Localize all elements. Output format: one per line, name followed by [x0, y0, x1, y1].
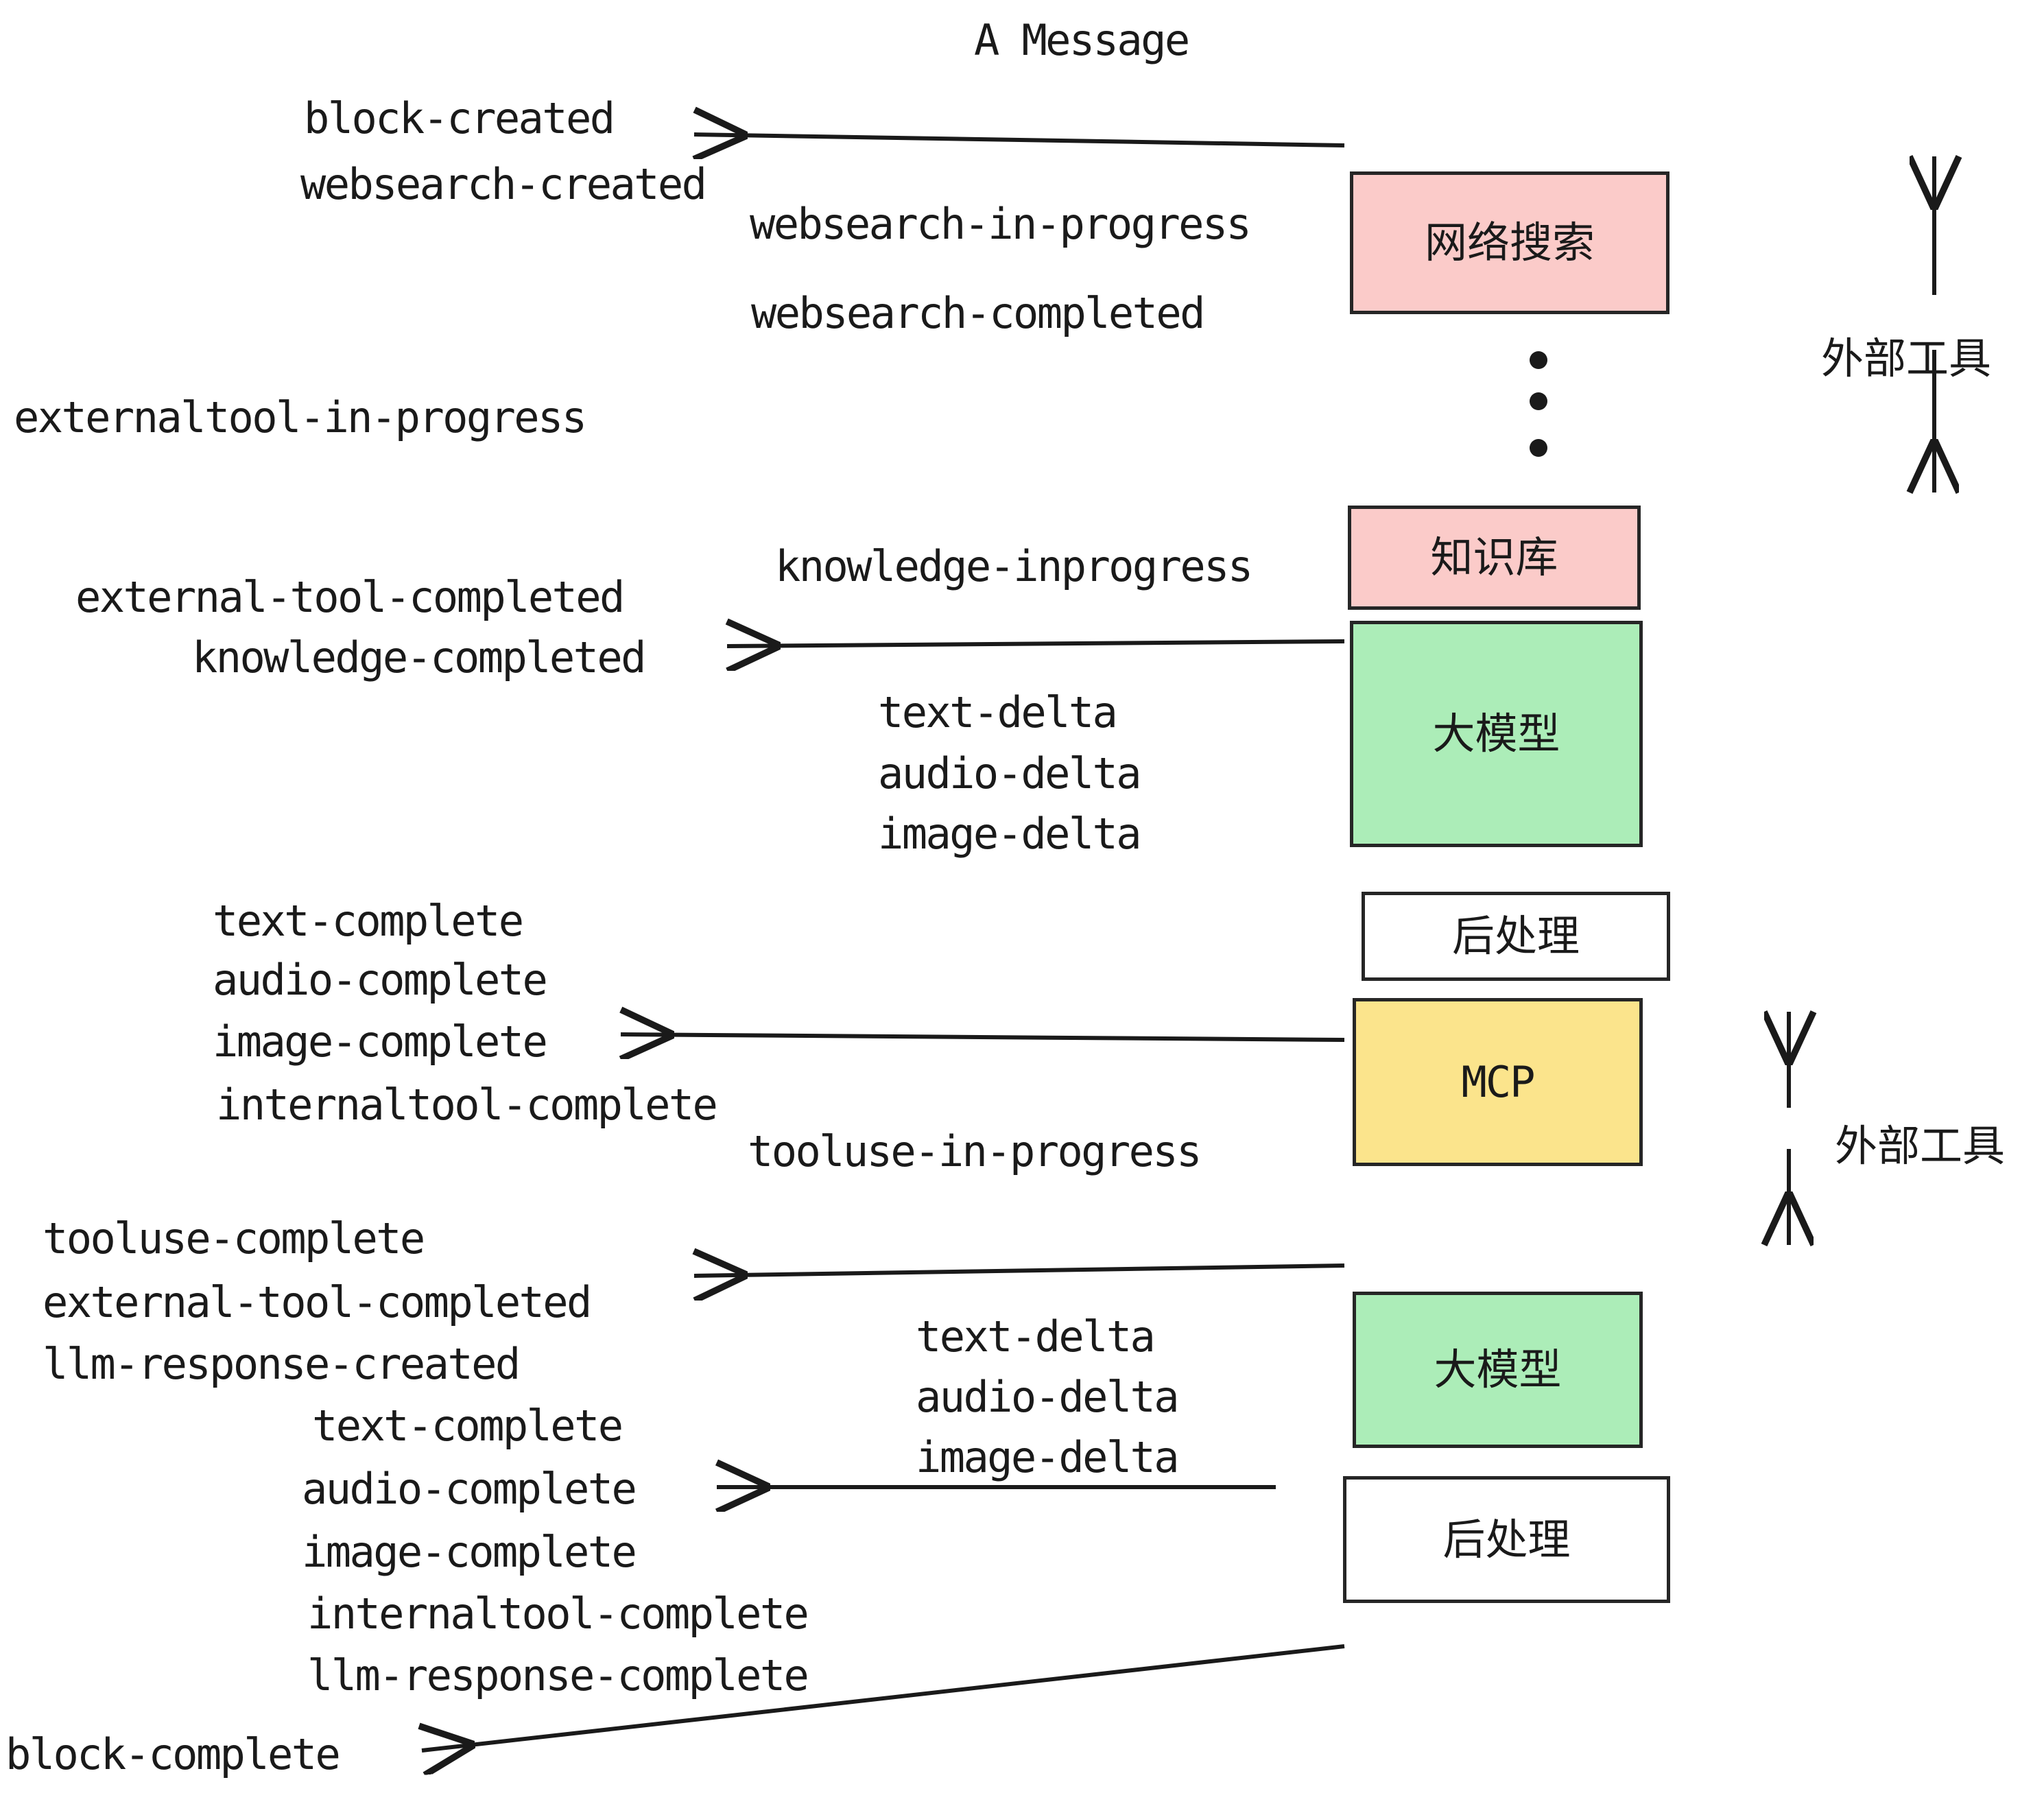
event-label-llm-response-created: llm-response-created — [43, 1339, 521, 1389]
event-label-knowledge-completed: knowledge-completed — [192, 632, 646, 683]
event-label-internaltool-complete-1: internaltool-complete — [216, 1080, 718, 1130]
event-label-audio-delta-1: audio-delta — [878, 748, 1142, 798]
node-label: 后处理 — [1451, 911, 1580, 961]
node-label: 后处理 — [1442, 1514, 1571, 1565]
arrow-postprocess1-to-image-complete — [621, 1034, 1345, 1040]
event-label-image-delta-2: image-delta — [916, 1432, 1180, 1482]
event-label-text-complete-2: text-complete — [312, 1401, 623, 1451]
event-label-image-delta-1: image-delta — [878, 809, 1142, 859]
event-label-image-complete-2: image-complete — [302, 1527, 637, 1577]
event-label-websearch-created: websearch-created — [300, 159, 707, 209]
side-label-external-tool-top: 外部工具 — [1821, 333, 1992, 383]
ellipsis-dot-1 — [1530, 351, 1547, 369]
page-title: A Message — [974, 15, 1190, 65]
node-postprocess-2[interactable]: 后处理 — [1343, 1476, 1670, 1603]
ellipsis-dot-2 — [1530, 392, 1547, 410]
node-mcp[interactable]: MCP — [1353, 998, 1643, 1166]
node-label: MCP — [1461, 1056, 1536, 1107]
node-llm-2[interactable]: 大模型 — [1353, 1292, 1643, 1448]
event-label-externaltool-in-progress: externaltool-in-progress — [14, 392, 587, 442]
node-knowledge[interactable]: 知识库 — [1348, 506, 1641, 610]
event-label-block-complete: block-complete — [5, 1729, 341, 1779]
event-label-text-complete-1: text-complete — [213, 896, 524, 946]
event-label-text-delta-1: text-delta — [878, 687, 1118, 737]
ellipsis-dot-3 — [1530, 439, 1547, 457]
node-postprocess-1[interactable]: 后处理 — [1362, 892, 1670, 981]
event-label-tooluse-complete: tooluse-complete — [43, 1213, 425, 1263]
event-label-websearch-completed: websearch-completed — [751, 288, 1205, 338]
node-label: 大模型 — [1434, 1344, 1562, 1394]
arrow-knowledge-to-completed — [727, 641, 1345, 646]
node-websearch[interactable]: 网络搜索 — [1350, 171, 1669, 314]
side-label-external-tool-bottom: 外部工具 — [1835, 1121, 2006, 1171]
event-label-block-created: block-created — [304, 93, 615, 143]
arrow-websearch-to-block-created — [694, 134, 1345, 145]
event-label-knowledge-inprogress: knowledge-inprogress — [775, 541, 1253, 591]
event-label-audio-complete-1: audio-complete — [213, 955, 548, 1005]
event-label-llm-response-complete: llm-response-complete — [307, 1650, 809, 1700]
event-label-audio-delta-2: audio-delta — [916, 1372, 1180, 1422]
event-label-websearch-in-progress: websearch-in-progress — [750, 199, 1252, 249]
event-label-external-tool-completed-2: external-tool-completed — [43, 1277, 592, 1327]
node-label: 网络搜索 — [1424, 217, 1595, 268]
node-llm-1[interactable]: 大模型 — [1350, 621, 1643, 847]
event-label-audio-complete-2: audio-complete — [302, 1464, 637, 1514]
event-label-tooluse-in-progress: tooluse-in-progress — [748, 1126, 1202, 1176]
event-label-text-delta-2: text-delta — [916, 1312, 1156, 1362]
event-label-image-complete-1: image-complete — [213, 1017, 548, 1067]
node-label: 知识库 — [1430, 532, 1558, 582]
event-label-internaltool-complete-2: internaltool-complete — [307, 1589, 809, 1639]
node-label: 大模型 — [1432, 709, 1560, 759]
event-label-external-tool-completed-1: external-tool-completed — [75, 572, 625, 622]
arrow-mcp-to-tooluse-complete — [694, 1266, 1345, 1276]
